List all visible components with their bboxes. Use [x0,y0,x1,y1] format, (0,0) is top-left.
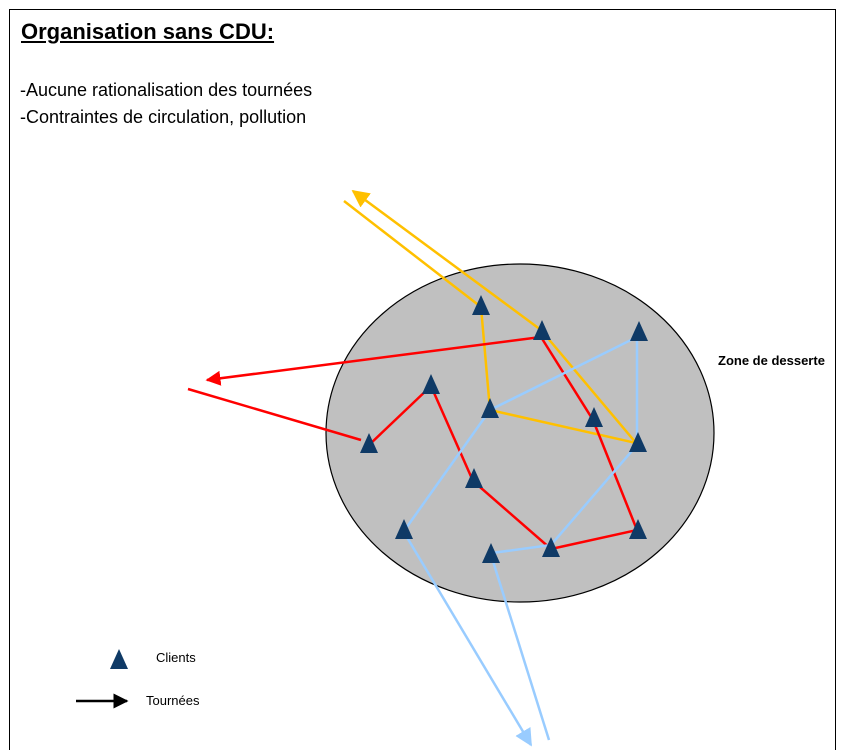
bullet-item-rationalisation: -Aucune rationalisation des tournées [20,80,313,100]
bullet-item-contraintes: -Contraintes de circulation, pollution [20,107,307,127]
route-yellow-exit [351,189,542,332]
client-marker-c10 [395,519,413,539]
route-yellow [343,189,640,446]
zone-de-desserte-label: Zone de desserte [718,353,825,368]
client-marker-c1 [472,295,490,315]
client-marker-c12 [542,537,560,557]
route-blue-exit [403,533,533,747]
legend-tournees-label: Tournées [146,693,200,708]
slide-frame [9,9,836,750]
client-marker-c11 [629,519,647,539]
client-marker-c8 [629,432,647,452]
delivery-zone-ellipse [325,263,715,603]
route-yellow-internal [479,306,640,446]
client-marker-c4 [422,374,440,394]
legend-client-icon [110,649,128,669]
route-red-entry [187,387,362,442]
client-marker-c6 [585,407,603,427]
client-marker-c13 [482,543,500,563]
route-blue [402,334,639,747]
route-red-exit [205,335,542,386]
client-markers [360,295,648,563]
route-yellow-entry [343,200,482,308]
client-marker-c2 [533,320,551,340]
client-marker-c9 [465,468,483,488]
client-marker-c7 [360,433,378,453]
client-marker-c3 [630,321,648,341]
route-blue-internal [402,334,639,555]
legend-clients-label: Clients [156,650,196,665]
slide-title: Organisation sans CDU: [21,19,275,44]
client-marker-c5 [481,398,499,418]
route-blue-entry [490,557,551,741]
